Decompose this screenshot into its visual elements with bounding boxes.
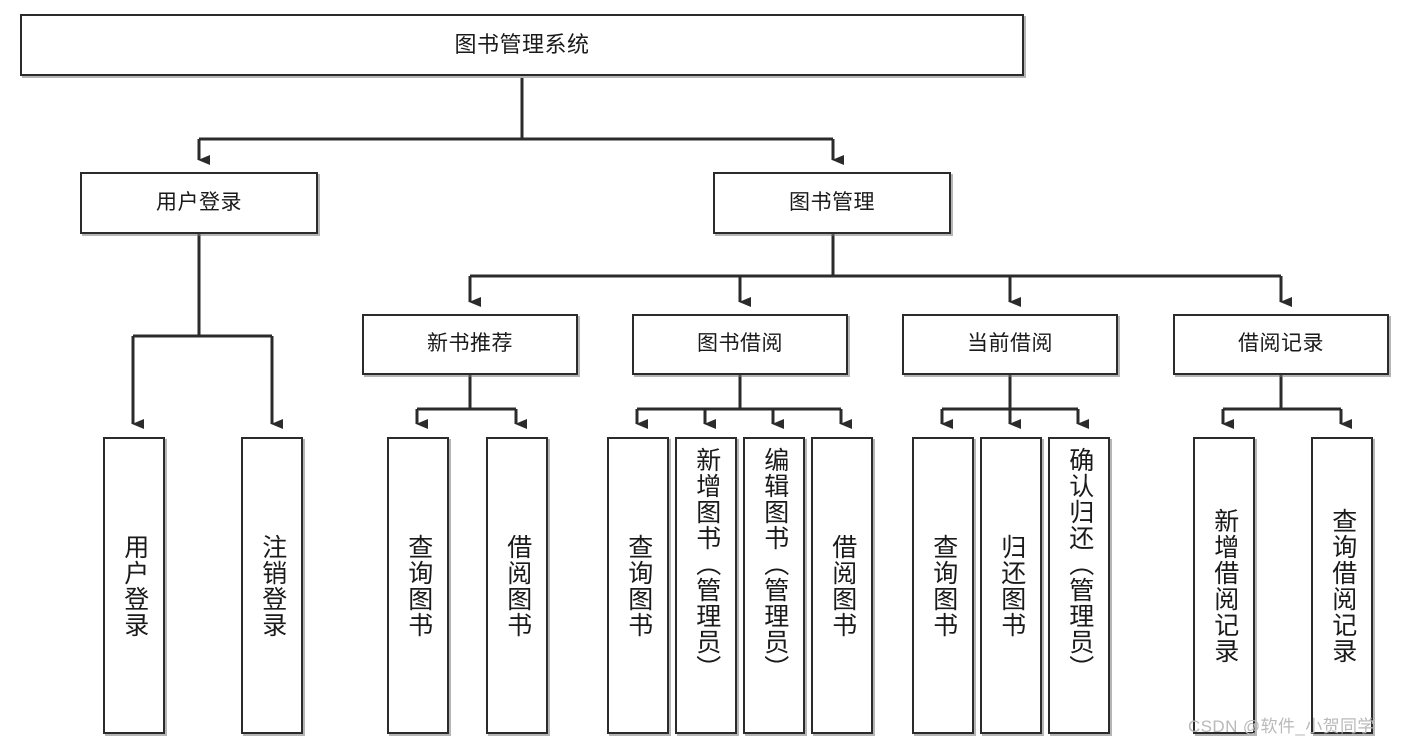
node-label: 新书推荐 bbox=[427, 332, 513, 356]
node-leaf-edit-book[interactable]: 编辑图书（管理员） bbox=[743, 437, 805, 734]
node-label: 当前借阅 bbox=[967, 332, 1053, 356]
node-label: 新增图书（管理员） bbox=[692, 447, 721, 681]
node-book-borrow[interactable]: 图书借阅 bbox=[632, 314, 848, 375]
node-leaf-query-book-1[interactable]: 查询图书 bbox=[387, 437, 449, 734]
node-label: 查询图书 bbox=[624, 533, 653, 638]
node-book-manage[interactable]: 图书管理 bbox=[713, 172, 951, 234]
node-leaf-query-book-3[interactable]: 查询图书 bbox=[912, 437, 974, 734]
node-leaf-add-record[interactable]: 新增借阅记录 bbox=[1193, 437, 1255, 734]
node-label: 注销登录 bbox=[258, 533, 287, 638]
node-label: 借阅图书 bbox=[828, 533, 857, 638]
node-label: 查询借阅记录 bbox=[1328, 507, 1357, 664]
node-label: 归还图书 bbox=[997, 533, 1026, 638]
node-leaf-confirm-return[interactable]: 确认归还（管理员） bbox=[1048, 437, 1110, 734]
node-leaf-query-book-2[interactable]: 查询图书 bbox=[607, 437, 669, 734]
node-leaf-return-book[interactable]: 归还图书 bbox=[980, 437, 1042, 734]
node-leaf-add-book[interactable]: 新增图书（管理员） bbox=[675, 437, 737, 734]
node-leaf-borrow-book-2[interactable]: 借阅图书 bbox=[811, 437, 873, 734]
node-label: 图书管理 bbox=[789, 190, 875, 214]
node-user-login[interactable]: 用户登录 bbox=[80, 172, 318, 234]
node-root[interactable]: 图书管理系统 bbox=[20, 14, 1024, 76]
node-label: 借阅记录 bbox=[1238, 332, 1324, 356]
node-new-book-rec[interactable]: 新书推荐 bbox=[362, 314, 578, 375]
node-current-borrow[interactable]: 当前借阅 bbox=[902, 314, 1118, 375]
node-label: 新增借阅记录 bbox=[1210, 507, 1239, 664]
node-label: 编辑图书（管理员） bbox=[760, 447, 789, 681]
node-label: 借阅图书 bbox=[503, 533, 532, 638]
node-label: 查询图书 bbox=[404, 533, 433, 638]
node-label: 图书借阅 bbox=[697, 332, 783, 356]
node-label: 用户登录 bbox=[120, 533, 149, 638]
node-leaf-query-record[interactable]: 查询借阅记录 bbox=[1311, 437, 1373, 734]
node-leaf-borrow-book-1[interactable]: 借阅图书 bbox=[486, 437, 548, 734]
node-leaf-logout[interactable]: 注销登录 bbox=[241, 437, 303, 734]
node-label: 查询图书 bbox=[929, 533, 958, 638]
node-label: 用户登录 bbox=[156, 190, 242, 214]
node-leaf-user-login[interactable]: 用户登录 bbox=[103, 437, 165, 734]
node-label: 图书管理系统 bbox=[454, 32, 590, 58]
node-borrow-record[interactable]: 借阅记录 bbox=[1173, 314, 1389, 375]
node-label: 确认归还（管理员） bbox=[1065, 447, 1094, 681]
